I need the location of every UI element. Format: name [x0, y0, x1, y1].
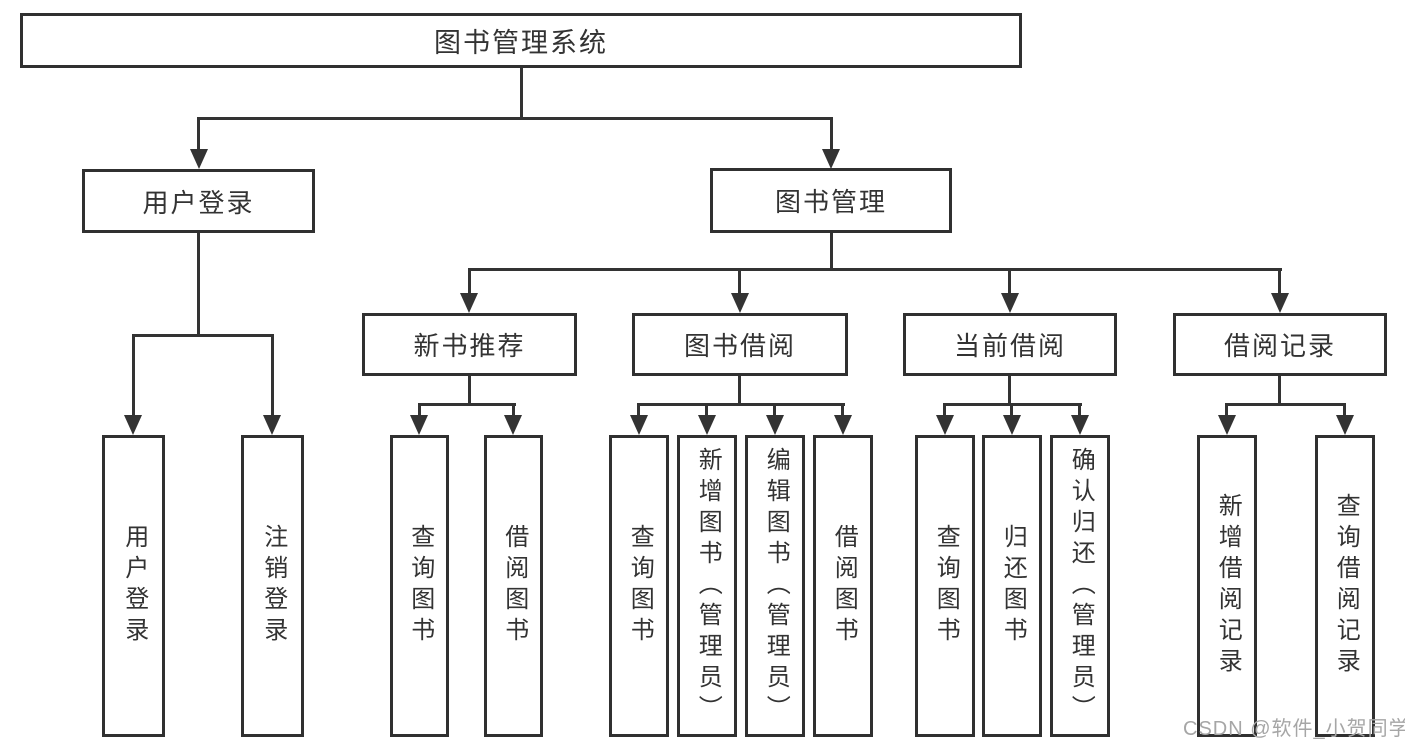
- arrow-down-icon: [190, 149, 208, 169]
- arrow-down-icon: [460, 293, 478, 313]
- arrow-down-icon: [504, 415, 522, 435]
- node-label: 当前借阅: [953, 331, 1066, 361]
- arrow-down-icon: [1071, 415, 1089, 435]
- connector-stem-current-borrowing: [1008, 268, 1011, 295]
- connector-stem-leaf-logout: [271, 334, 274, 417]
- node-book-borrowing: 图书借阅: [632, 313, 848, 376]
- node-leaf-current-confirm-return: 确认归还（管理员）: [1050, 435, 1110, 737]
- node-label: 借阅记录: [1223, 331, 1336, 361]
- connector-stem-leaf-user-login: [132, 334, 135, 417]
- connector-stem: [1225, 403, 1228, 416]
- node-label: 新增借阅记录: [1214, 493, 1242, 679]
- connector-book-management-stem: [830, 233, 833, 271]
- node-leaf-borrow-add-books: 新增图书（管理员）: [677, 435, 737, 737]
- node-label: 查询借阅记录: [1332, 493, 1360, 679]
- arrow-down-icon: [936, 415, 954, 435]
- node-label: 图书借阅: [683, 331, 796, 361]
- connector-br-stem: [1278, 376, 1281, 405]
- node-leaf-logout: 注销登录: [241, 435, 304, 737]
- connector-stem: [841, 403, 844, 416]
- node-root-library-system: 图书管理系统: [20, 13, 1022, 68]
- connector-stem: [1078, 403, 1081, 416]
- connector-user-login-stem: [197, 233, 200, 336]
- connector-stem-user-login: [197, 117, 200, 151]
- node-borrowing-records: 借阅记录: [1173, 313, 1387, 376]
- connector-stem: [943, 403, 946, 416]
- connector-stem: [637, 403, 640, 416]
- connector-stem: [418, 403, 421, 416]
- connector-stem: [705, 403, 708, 416]
- node-label: 借阅图书: [830, 524, 858, 648]
- node-label: 归还图书: [999, 524, 1027, 648]
- connector-br-branch: [1225, 403, 1346, 406]
- arrow-down-icon: [822, 149, 840, 169]
- arrow-down-icon: [410, 415, 428, 435]
- connector-level1-branch: [197, 117, 833, 120]
- node-leaf-records-query: 查询借阅记录: [1315, 435, 1375, 737]
- connector-stem-new-book-recommend: [468, 268, 471, 295]
- node-leaf-user-login: 用户登录: [102, 435, 165, 737]
- connector-stem: [512, 403, 515, 416]
- arrow-down-icon: [1001, 293, 1019, 313]
- node-label: 注销登录: [259, 524, 287, 648]
- connector-nbr-stem: [468, 376, 471, 405]
- connector-level2-branch: [468, 268, 1282, 271]
- node-user-login: 用户登录: [82, 169, 315, 233]
- node-label: 借阅图书: [500, 524, 528, 648]
- connector-stem-book-borrowing: [738, 268, 741, 295]
- node-label: 用户登录: [120, 524, 148, 648]
- node-label: 编辑图书（管理员）: [762, 446, 790, 726]
- arrow-down-icon: [766, 415, 784, 435]
- node-leaf-rec-borrow-books: 借阅图书: [484, 435, 543, 737]
- connector-nbr-branch: [418, 403, 516, 406]
- connector-root-stem: [520, 68, 523, 119]
- node-leaf-current-query-books: 查询图书: [915, 435, 975, 737]
- connector-stem: [773, 403, 776, 416]
- arrow-down-icon: [731, 293, 749, 313]
- arrow-down-icon: [263, 415, 281, 435]
- connector-cb-stem: [1008, 376, 1011, 405]
- node-label: 图书管理系统: [434, 28, 608, 58]
- arrow-down-icon: [1003, 415, 1021, 435]
- node-label: 新书推荐: [413, 331, 526, 361]
- node-leaf-borrow-edit-books: 编辑图书（管理员）: [745, 435, 805, 737]
- node-leaf-current-return-books: 归还图书: [982, 435, 1042, 737]
- connector-stem: [1010, 403, 1013, 416]
- node-label: 新增图书（管理员）: [694, 446, 722, 726]
- arrow-down-icon: [834, 415, 852, 435]
- arrow-down-icon: [698, 415, 716, 435]
- arrow-down-icon: [1218, 415, 1236, 435]
- connector-stem: [1343, 403, 1346, 416]
- arrow-down-icon: [124, 415, 142, 435]
- node-label: 确认归还（管理员）: [1067, 446, 1095, 726]
- connector-stem-borrowing-records: [1278, 268, 1281, 295]
- connector-bb-stem: [738, 376, 741, 405]
- connector-user-login-branch: [132, 334, 274, 337]
- node-label: 查询图书: [932, 524, 960, 648]
- node-label: 查询图书: [626, 524, 654, 648]
- arrow-down-icon: [1271, 293, 1289, 313]
- node-label: 图书管理: [774, 187, 887, 217]
- node-book-management: 图书管理: [710, 168, 952, 233]
- arrow-down-icon: [1336, 415, 1354, 435]
- node-label: 用户登录: [142, 187, 255, 218]
- connector-bb-branch: [637, 403, 845, 406]
- node-leaf-borrow-borrow-books: 借阅图书: [813, 435, 873, 737]
- node-leaf-borrow-query-books: 查询图书: [609, 435, 669, 737]
- node-current-borrowing: 当前借阅: [903, 313, 1117, 376]
- arrow-down-icon: [630, 415, 648, 435]
- node-leaf-records-add: 新增借阅记录: [1197, 435, 1257, 737]
- connector-stem-book-management: [830, 117, 833, 151]
- node-label: 查询图书: [406, 524, 434, 648]
- csdn-watermark: CSDN @软件_小贺同学: [1183, 718, 1405, 740]
- node-new-book-recommend: 新书推荐: [362, 313, 577, 376]
- node-leaf-rec-query-books: 查询图书: [390, 435, 449, 737]
